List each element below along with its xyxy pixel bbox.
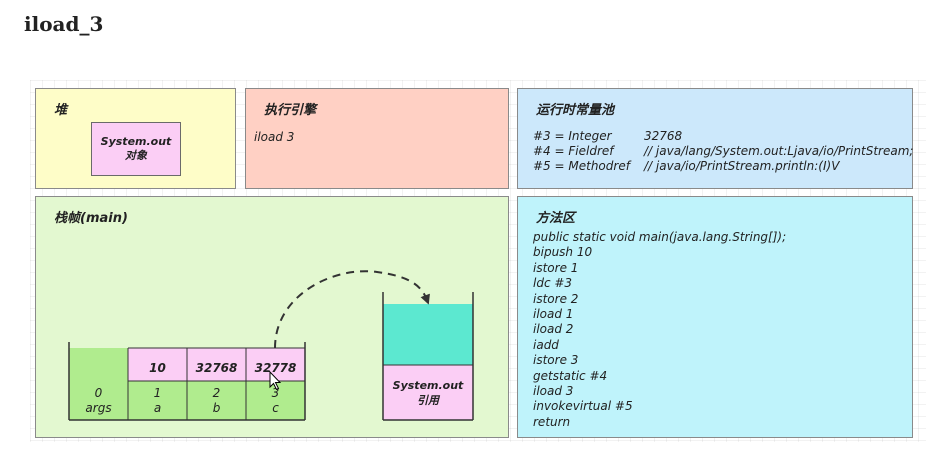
stack-frame-title: 栈帧(main): [54, 211, 128, 226]
system-out-object-name: System.out: [100, 135, 172, 148]
local-var-slot-2-value-cell: [187, 348, 246, 381]
local-var-name: b: [213, 401, 221, 415]
heap-title: 堆: [54, 103, 68, 118]
local-var-index: 2: [213, 386, 221, 400]
constant-pool-value: // java/lang/System.out:Ljava/io/PrintSt…: [644, 144, 914, 158]
local-var-slot-0: [69, 348, 128, 420]
local-var-index: 0: [95, 386, 103, 400]
operand-stack-top-slot: [383, 304, 473, 365]
bytecode-line: iload 3: [533, 384, 574, 399]
bytecode-line: istore 2: [533, 291, 579, 306]
system-out-object-label: 对象: [125, 149, 147, 162]
execution-engine-panel: 执行引擎 iload 3: [245, 88, 509, 189]
bytecode-line: iadd: [533, 337, 559, 352]
local-var-index: 1: [154, 386, 162, 400]
mouse-pointer-icon: [269, 371, 282, 391]
bytecode-line: public static void main(java.lang.String…: [533, 230, 787, 244]
constant-pool-entry: #5 = Methodref: [533, 159, 630, 173]
bytecode-line: bipush 10: [533, 245, 593, 260]
system-out-object: System.out 对象: [91, 122, 181, 176]
constant-pool-value: // java/io/PrintStream.println:(I)V: [644, 159, 840, 173]
stack-frame-diagram: 10 32768 32778 0 1 2 3 args a b c System…: [68, 270, 474, 421]
local-var-name: c: [272, 401, 279, 415]
method-area-title: 方法区: [536, 211, 576, 226]
bytecode-line: istore 1: [533, 260, 579, 275]
local-var-value: 32768: [196, 361, 238, 375]
method-area-panel: 方法区 public static void main(java.lang.St…: [517, 196, 913, 438]
local-var-name: a: [154, 401, 161, 415]
bytecode-line: ldc #3: [533, 276, 573, 291]
bytecode-line: invokevirtual #5: [533, 399, 633, 414]
page-title: iload_3: [24, 12, 104, 36]
constant-pool-panel: 运行时常量池 #3 = Integer 32768 #4 = Fieldref …: [517, 88, 913, 189]
local-variable-table: 10 32768 32778 0 1 2 3 args a b c: [68, 342, 306, 421]
local-var-index: 3: [272, 386, 280, 400]
local-var-value: 10: [149, 361, 166, 375]
constant-pool-value: 32768: [644, 129, 683, 143]
local-var-value: 32778: [255, 361, 297, 375]
operand-stack: System.out 引用: [382, 292, 474, 421]
execution-engine-title: 执行引擎: [264, 103, 317, 118]
constant-pool-entry: #4 = Fieldref: [533, 144, 614, 158]
constant-pool-title: 运行时常量池: [536, 103, 615, 118]
current-instruction: iload 3: [254, 130, 295, 144]
load-arrow: [274, 270, 430, 349]
operand-stack-entry-label: 引用: [417, 394, 441, 407]
local-var-slot-1-value-cell: [128, 348, 187, 381]
bytecode-line: iload 2: [533, 322, 574, 337]
heap-panel: 堆 System.out 对象: [35, 88, 236, 189]
bytecode-line: iload 1: [533, 307, 574, 322]
local-var-slot-3-value-cell: [246, 348, 305, 381]
local-var-name: args: [85, 401, 111, 415]
bytecode-line: return: [533, 414, 571, 429]
operand-stack-entry-name: System.out: [393, 379, 464, 392]
operand-stack-entry: [383, 365, 473, 420]
bytecode-line: getstatic #4: [533, 368, 608, 383]
bytecode-listing: public static void main(java.lang.String…: [533, 230, 786, 430]
bytecode-line: istore 3: [533, 353, 579, 368]
constant-pool-entry: #3 = Integer: [533, 129, 612, 143]
